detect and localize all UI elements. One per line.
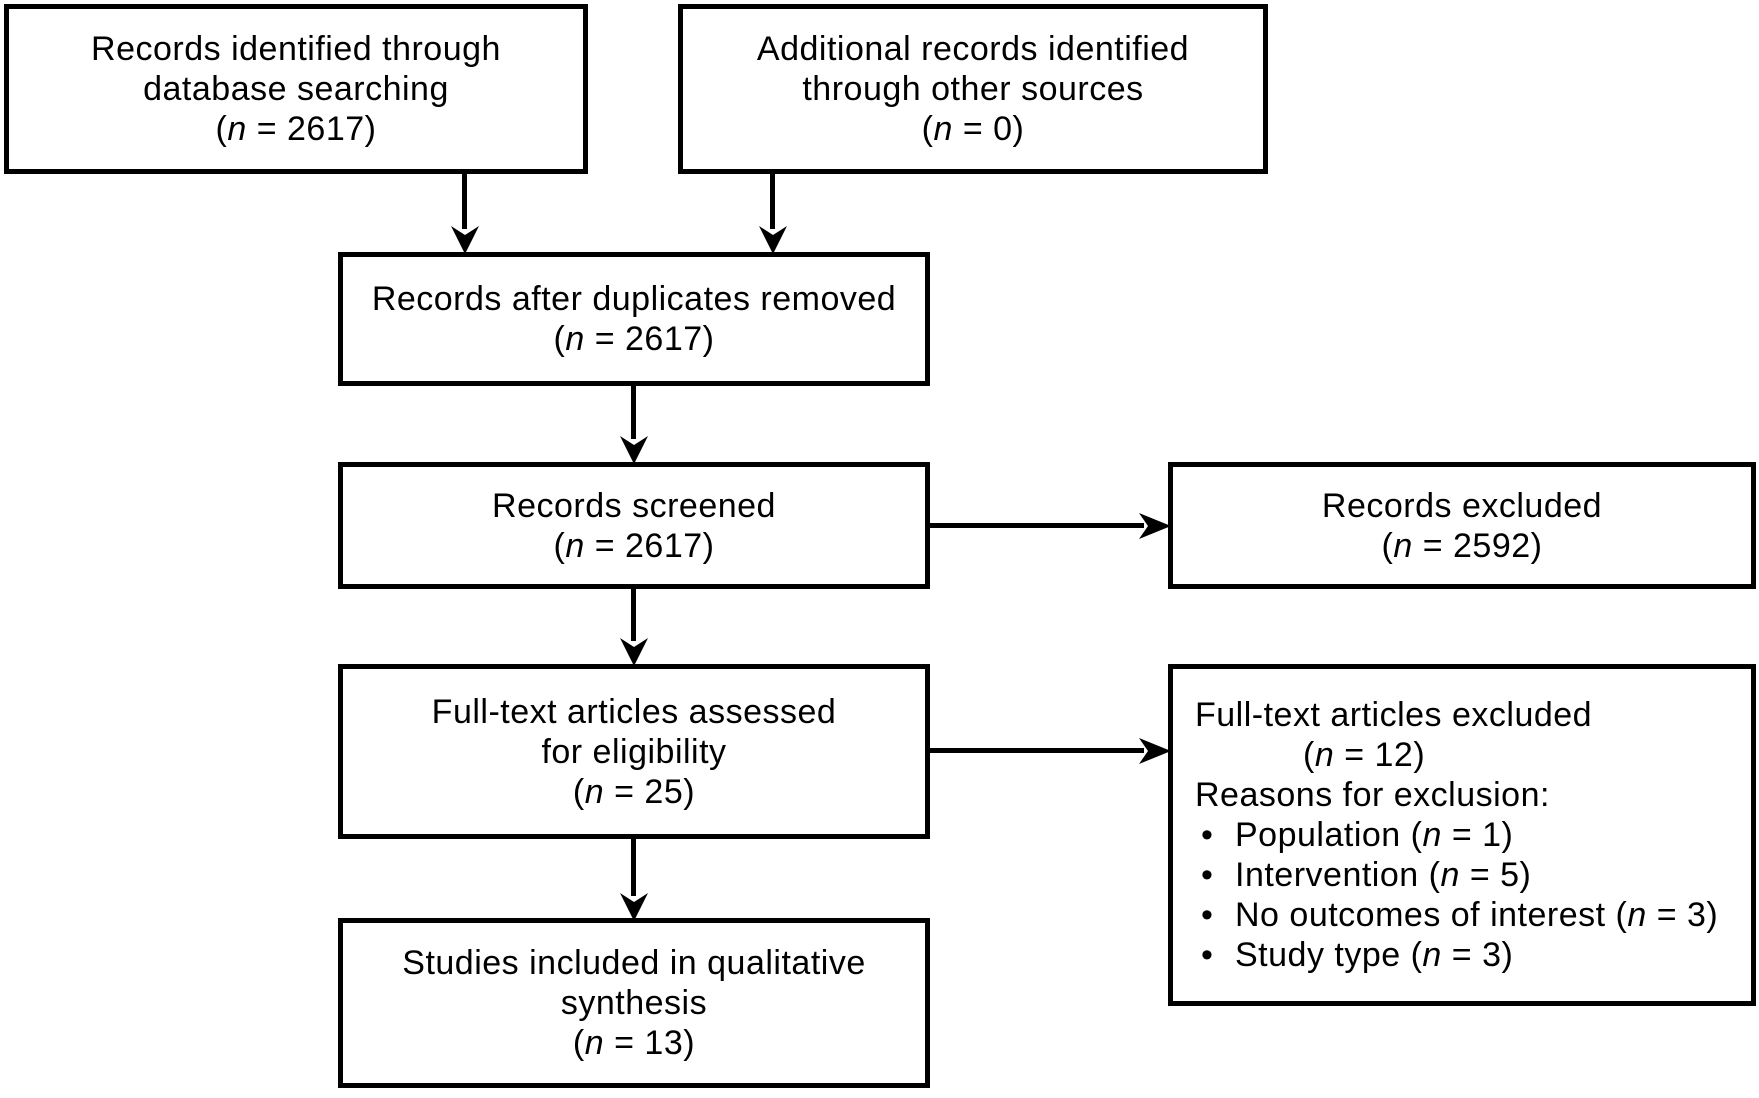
arrowhead-down-icon	[451, 226, 479, 254]
stat-open: (	[572, 1024, 585, 1062]
box-line: Records screened	[492, 486, 776, 525]
arrow-identified-other-to-duplicates	[770, 171, 775, 229]
stat-n: n	[584, 772, 605, 811]
stat-n: n	[1627, 896, 1647, 934]
stat-open: (	[553, 320, 566, 358]
box-line: through other sources	[802, 70, 1144, 108]
stat-rest: = 25)	[604, 772, 696, 811]
exclusion-reason-item: Intervention (n = 5)	[1195, 855, 1531, 895]
arrowhead-right-icon	[1139, 513, 1171, 539]
arrowhead-down-icon	[620, 436, 648, 464]
box-line: Records after duplicates removed	[371, 280, 897, 318]
reason-label: Population (	[1235, 816, 1423, 854]
arrowhead-down-icon	[620, 893, 648, 921]
stat-n: n	[584, 1024, 605, 1062]
box-records-excluded: Records excluded (n = 2592)	[1168, 462, 1756, 589]
arrowhead-down-icon	[759, 226, 787, 254]
arrow-duplicates-to-screened	[631, 383, 636, 439]
stat-rest: = 5)	[1459, 856, 1532, 894]
stat-rest: = 2592)	[1412, 526, 1543, 565]
stat-n: n	[565, 526, 585, 565]
box-fulltext-assessed: Full-text articles assessed for eligibil…	[338, 664, 930, 839]
arrowhead-right-icon	[1139, 738, 1171, 764]
stat-rest: = 13)	[604, 1024, 696, 1062]
stat-open: (	[1303, 736, 1315, 774]
stat-open: (	[572, 772, 585, 811]
count-stat: (n = 2592)	[1382, 526, 1543, 566]
stat-n: n	[1422, 936, 1442, 974]
count-stat: (n = 13)	[573, 1023, 695, 1063]
stat-rest: = 0)	[952, 110, 1025, 148]
box-records-screened: Records screened (n = 2617)	[338, 462, 930, 589]
box-line: Records excluded	[1321, 486, 1603, 525]
box-line: Full-text articles assessed	[431, 692, 837, 731]
box-line: Additional records identified	[756, 30, 1190, 68]
box-records-identified-other-sources: Additional records identified through ot…	[678, 4, 1268, 174]
exclusion-reason-item: No outcomes of interest (n = 3)	[1195, 895, 1718, 935]
stat-open: (	[215, 110, 228, 148]
stat-n: n	[565, 320, 585, 358]
reason-label: No outcomes of interest (	[1235, 896, 1628, 934]
reasons-heading: Reasons for exclusion:	[1195, 776, 1550, 814]
box-line: Records identified through	[91, 30, 501, 68]
stat-n: n	[933, 110, 953, 148]
stat-rest: = 1)	[1441, 816, 1514, 854]
stat-open: (	[1381, 526, 1394, 565]
stat-n: n	[1393, 526, 1413, 565]
stat-rest: = 2617)	[246, 110, 377, 148]
arrow-identified-db-to-duplicates	[462, 171, 467, 229]
box-records-after-duplicates: Records after duplicates removed (n = 26…	[338, 252, 930, 386]
stat-rest: = 2617)	[584, 320, 715, 358]
count-stat: (n = 12)	[1303, 735, 1425, 775]
count-stat: (n = 0)	[922, 109, 1025, 149]
stat-rest: = 3)	[1646, 896, 1719, 934]
count-stat: (n = 2617)	[554, 319, 715, 359]
count-stat: (n = 2617)	[216, 109, 377, 149]
exclusion-reason-item: Population (n = 1)	[1195, 815, 1513, 855]
stat-n: n	[1440, 856, 1460, 894]
exclusion-reason-item: Study type (n = 3)	[1195, 935, 1513, 975]
box-line: Full-text articles excluded	[1195, 696, 1593, 734]
stat-n: n	[227, 110, 247, 148]
reason-label: Study type (	[1235, 936, 1423, 974]
stat-rest: = 12)	[1334, 736, 1426, 774]
box-line: Studies included in qualitative	[402, 944, 866, 982]
box-line: synthesis	[560, 984, 708, 1022]
stat-n: n	[1314, 736, 1335, 774]
count-stat: (n = 25)	[573, 772, 695, 812]
box-line: database searching	[143, 70, 449, 108]
box-fulltext-excluded: Full-text articles excluded (n = 12) Rea…	[1168, 664, 1756, 1006]
box-line: for eligibility	[541, 732, 727, 771]
stat-rest: = 2617)	[584, 526, 715, 565]
count-stat: (n = 2617)	[554, 526, 715, 566]
stat-open: (	[553, 526, 566, 565]
arrow-screened-to-fulltext	[631, 586, 636, 641]
reason-label: Intervention (	[1235, 856, 1441, 894]
arrowhead-down-icon	[620, 638, 648, 666]
stat-rest: = 3)	[1441, 936, 1514, 974]
box-studies-included-qualitative: Studies included in qualitative synthesi…	[338, 918, 930, 1088]
arrow-screened-to-excluded	[928, 523, 1144, 528]
arrow-fulltext-to-included	[631, 836, 636, 896]
stat-open: (	[921, 110, 934, 148]
arrow-fulltext-to-fulltext-excluded	[928, 748, 1144, 753]
stat-n: n	[1422, 816, 1442, 854]
box-records-identified-database: Records identified through database sear…	[4, 4, 588, 174]
